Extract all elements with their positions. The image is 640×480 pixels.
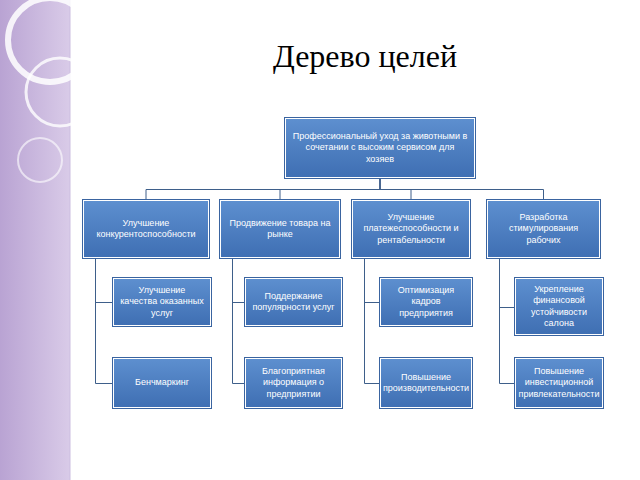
subgoal-box: Укрепление финансовой устойчивости салон… [515,278,603,335]
subgoal-box: Благоприятная информация о предприятии [245,358,342,408]
tree-connector [233,258,246,384]
tree-connector [500,258,516,308]
goal-text: Продвижение товара на рынке [226,218,334,241]
subgoal-box: Повышение инвестиционной привлекательнос… [515,358,603,408]
tree-connector [96,258,114,303]
subgoal-box: Улучшение качества оказанных услуг [113,278,211,326]
goal-box: Разработка стимулирования рабочих [487,200,600,258]
slide-title: Дерево целей [200,38,530,75]
goal-text: Укрепление финансовой устойчивости салон… [521,284,597,329]
tree-connector [500,258,516,384]
goal-text: Бенчмаркинг [135,377,189,388]
goal-text: Профессиональный уход за животными в соч… [291,131,469,165]
tree-connector [146,178,380,200]
goal-text: Повышение инвестиционной привлекательнос… [519,366,600,400]
tree-connector [96,258,114,384]
goal-box: Улучшение конкурентоспособности [83,200,209,258]
goal-text: Улучшение платежеспособности и рентабель… [358,212,464,246]
goal-text: Благоприятная информация о предприятии [251,366,336,400]
goal-text: Разработка стимулирования рабочих [493,212,594,246]
subgoal-box: Поддержание популярности услуг [245,278,342,326]
goal-text: Повышение производительности [383,372,469,395]
goal-text: Поддержание популярности услуг [251,291,336,314]
tree-connector [365,258,381,303]
subgoal-box: Оптимизация кадров предприятия [380,278,472,326]
goal-root-box: Профессиональный уход за животными в соч… [285,118,475,178]
subgoal-box: Бенчмаркинг [113,358,211,408]
tree-connector [233,258,246,303]
tree-connector [280,178,380,200]
tree-connector [380,178,544,200]
tree-connector [365,258,381,384]
goal-box: Улучшение платежеспособности и рентабель… [352,200,470,258]
goal-text: Улучшение качества оказанных услуг [119,285,205,319]
goal-text: Оптимизация кадров предприятия [386,285,466,319]
subgoal-box: Повышение производительности [380,358,472,408]
goal-text: Улучшение конкурентоспособности [89,218,203,241]
goal-box: Продвижение товара на рынке [220,200,340,258]
